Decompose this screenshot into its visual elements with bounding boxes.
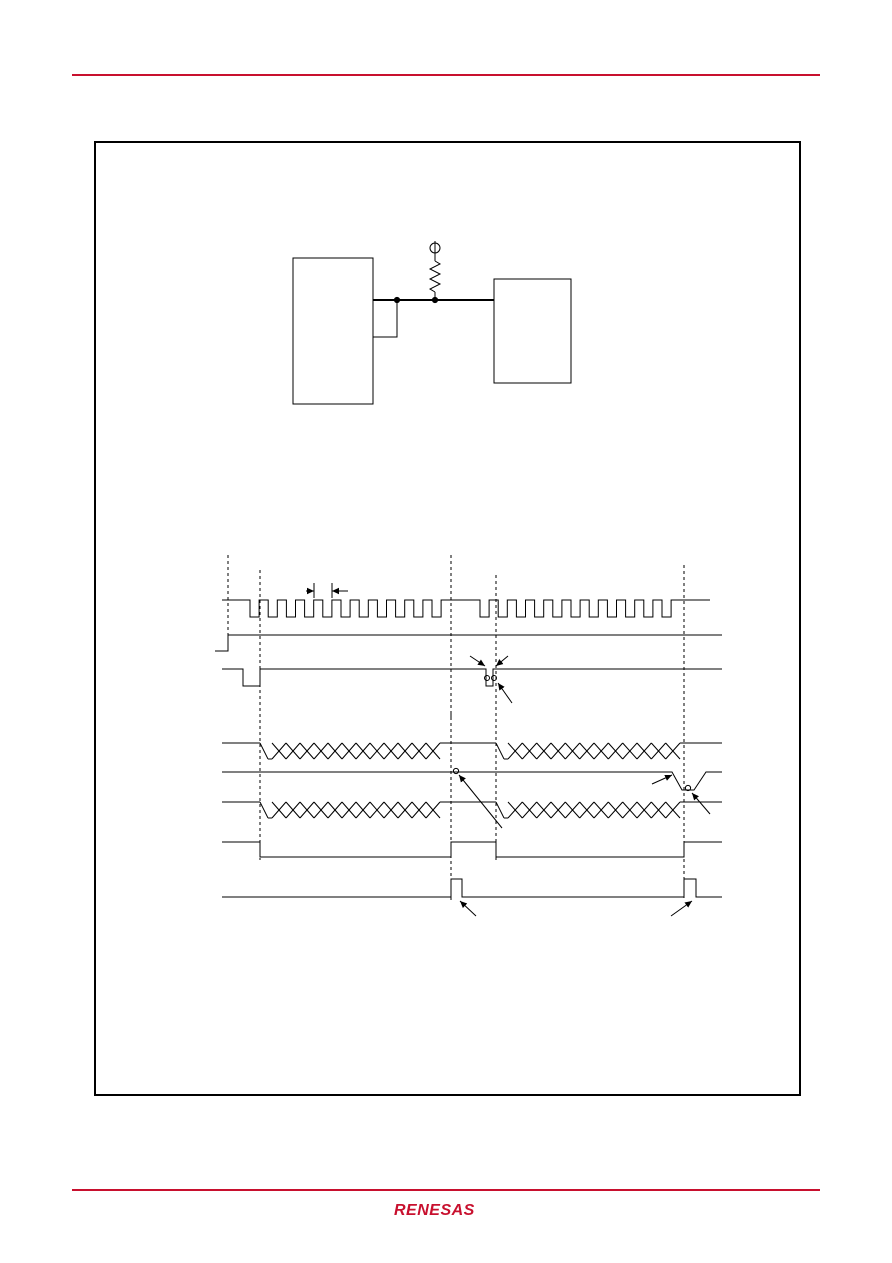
bus-cross: [593, 801, 609, 819]
interrupt-arrow-right: [670, 900, 693, 917]
bus-cross: [313, 801, 329, 819]
interrupt-arrow-left: [459, 900, 477, 917]
bus-cross: [369, 801, 385, 819]
data-bus-waveform-2: [222, 801, 722, 819]
feedback-line: [373, 300, 398, 338]
busy-waveform: [222, 841, 722, 858]
start-edge-mark-2: [491, 675, 497, 681]
clock-waveform: [222, 599, 710, 618]
bus-cross: [411, 742, 427, 760]
bus-cross: [411, 801, 427, 819]
bus-cross: [622, 742, 638, 760]
bus-cross: [285, 742, 301, 760]
bus-transition-arrow: [458, 774, 503, 829]
bus-cross: [313, 742, 329, 760]
bus-cross: [593, 742, 609, 760]
logo-text: RENESAS: [394, 1202, 475, 1218]
interrupt-waveform: [222, 878, 722, 898]
bus-cross: [607, 742, 624, 760]
bus-cross: [299, 742, 315, 760]
bus-cross: [397, 742, 413, 760]
bus-cross: [665, 801, 681, 819]
bus-cross: [550, 801, 566, 819]
device-block-left: [292, 257, 374, 405]
bus-cross: [341, 742, 357, 760]
bus-cross: [579, 742, 595, 760]
bus-cross: [521, 742, 538, 760]
bus-cross: [355, 742, 371, 760]
timing-markers: [227, 555, 685, 900]
figure-frame: [94, 141, 801, 1096]
bus-cross: [425, 742, 441, 760]
bus-cross: [507, 801, 523, 819]
bus-cross: [383, 801, 399, 819]
bus-cross: [271, 801, 287, 819]
bus-cross: [271, 742, 287, 760]
start-arrow-right: [495, 655, 509, 667]
bus-cross: [383, 742, 399, 760]
bus-cross: [536, 742, 552, 760]
footer-rule: [72, 1189, 820, 1191]
ack-arrow-left: [651, 774, 673, 785]
ack-arrow-right: [691, 792, 711, 815]
enable-waveform: [215, 634, 722, 652]
bus-cross: [285, 801, 301, 819]
bus-cross: [507, 742, 523, 760]
bus-cross: [579, 801, 595, 819]
bus-cross: [521, 801, 538, 819]
bus-cross: [665, 742, 681, 760]
bus-cross: [564, 742, 581, 760]
junction-dot-left: [393, 296, 401, 304]
bus-transition-mark: [452, 767, 460, 775]
start-arrow-left: [469, 655, 486, 667]
bus-cross: [299, 801, 315, 819]
bus-cross: [636, 742, 652, 760]
ack-waveform: [222, 771, 722, 791]
start-arrow-bottom: [497, 682, 513, 704]
bus-cross: [355, 801, 371, 819]
bus-cross: [425, 801, 441, 819]
bus-cross: [327, 742, 343, 760]
data-bus-waveform-1: [222, 742, 722, 760]
header-rule: [72, 74, 820, 76]
bus-fall-edge: [495, 742, 505, 760]
ack-mark: [684, 784, 692, 792]
bus-cross: [650, 742, 667, 760]
bus-fall-edge: [495, 801, 505, 819]
bus-fall-edge: [259, 742, 269, 760]
bus-cross: [369, 742, 385, 760]
bus-cross: [550, 742, 566, 760]
start-waveform: [222, 668, 722, 687]
bus-cross: [636, 801, 652, 819]
renesas-logo: RENESAS: [394, 1202, 475, 1218]
bus-cross: [564, 801, 581, 819]
bus-fall-edge: [259, 801, 269, 819]
bus-cross: [397, 801, 413, 819]
bus-cross: [327, 801, 343, 819]
start-edge-mark-1: [484, 675, 490, 681]
device-block-right: [493, 278, 572, 384]
bus-cross: [536, 801, 552, 819]
bus-cross: [650, 801, 667, 819]
connection-diagram: [292, 241, 572, 405]
timing-diagram: [215, 555, 722, 917]
bus-cross: [622, 801, 638, 819]
bus-cross: [341, 801, 357, 819]
bus-cross: [607, 801, 624, 819]
pullup-resistor: [428, 260, 442, 293]
